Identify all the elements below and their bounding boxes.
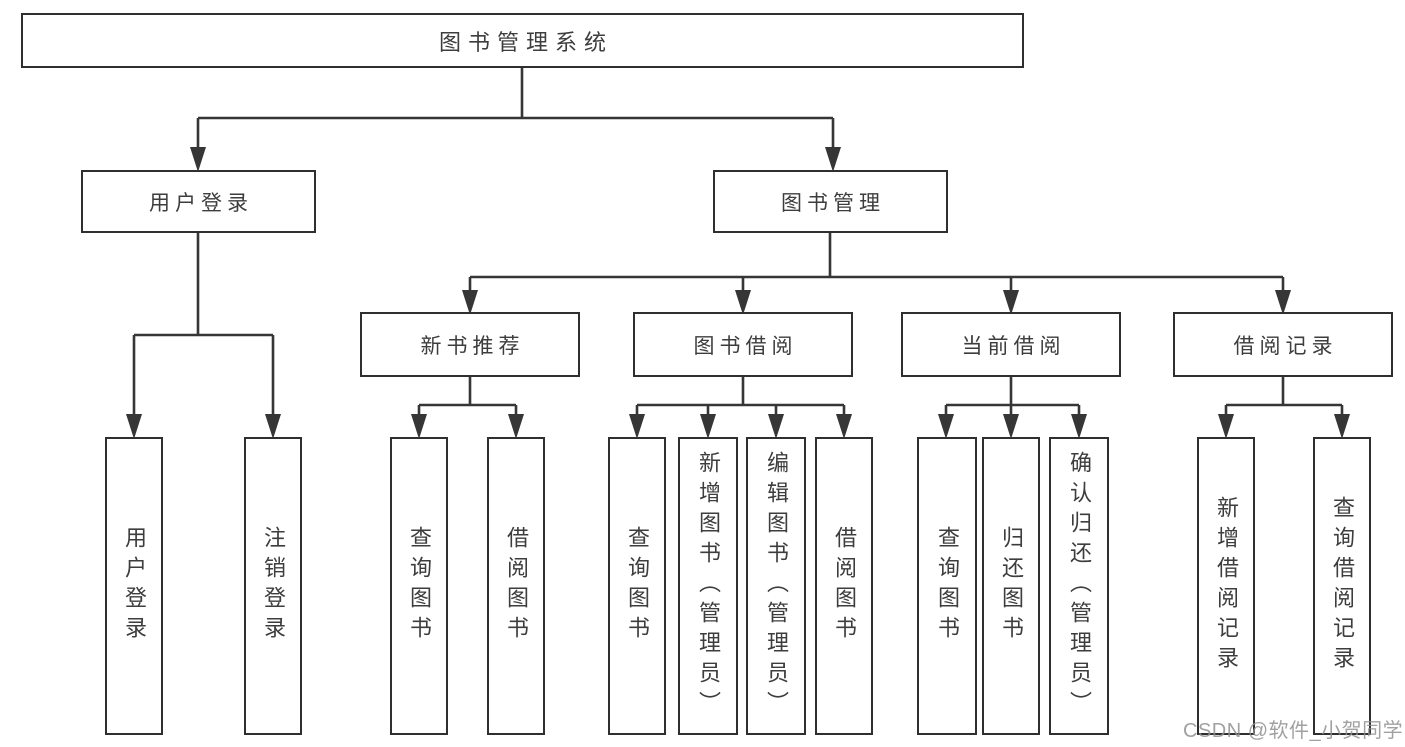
arrowhead xyxy=(411,414,427,439)
arrowheads xyxy=(126,147,1350,439)
arrowhead xyxy=(1218,414,1234,439)
arrowhead xyxy=(190,147,206,172)
connector-root-to-level2 xyxy=(196,68,835,150)
leaf-borrow-books-borrowing: 借阅图书 xyxy=(815,437,873,735)
connector-borrowing-to-leaves xyxy=(635,377,846,416)
arrowhead xyxy=(629,414,645,439)
leaf-label: 查询图书 xyxy=(625,526,650,646)
arrowhead xyxy=(1003,290,1019,315)
node-book-management: 图书管理 xyxy=(713,170,948,233)
leaf-borrow-books-recommend: 借阅图书 xyxy=(487,437,545,735)
connector-current-to-leaves xyxy=(944,377,1081,416)
arrowhead xyxy=(462,290,478,315)
node-library-management-system: 图书管理系统 xyxy=(21,13,1024,68)
arrowhead xyxy=(1334,414,1350,439)
arrowhead xyxy=(836,414,852,439)
leaf-user-login: 用户登录 xyxy=(105,437,163,735)
arrowhead xyxy=(265,414,281,439)
connector-records-to-leaves xyxy=(1224,377,1344,416)
leaf-edit-book-admin: 编辑图书（管理员） xyxy=(746,437,806,735)
leaf-query-books-current: 查询图书 xyxy=(917,437,977,735)
arrowhead xyxy=(1071,414,1087,439)
arrowhead xyxy=(700,414,716,439)
leaf-label: 新增借阅记录 xyxy=(1214,496,1239,676)
leaf-label: 借阅图书 xyxy=(504,526,529,646)
leaf-label: 归还图书 xyxy=(999,526,1024,646)
arrowhead xyxy=(1275,290,1291,315)
leaf-add-book-admin: 新增图书（管理员） xyxy=(678,437,738,735)
leaf-logout: 注销登录 xyxy=(244,437,302,735)
arrowhead xyxy=(508,414,524,439)
arrowhead xyxy=(938,414,954,439)
leaf-query-books-recommend: 查询图书 xyxy=(390,437,448,735)
arrowhead xyxy=(126,414,142,439)
leaf-label: 确认归还（管理员） xyxy=(1067,451,1092,721)
connector-user-login-to-leaves xyxy=(132,233,275,416)
leaf-label: 查询图书 xyxy=(935,526,960,646)
leaf-label: 编辑图书（管理员） xyxy=(764,451,789,721)
leaf-return-book: 归还图书 xyxy=(982,437,1040,735)
node-current-borrowing: 当前借阅 xyxy=(901,312,1121,377)
csdn-watermark: CSDN @软件_小贺同学 xyxy=(1183,720,1404,742)
node-new-book-recommendation: 新书推荐 xyxy=(360,312,580,377)
arrowhead xyxy=(768,414,784,439)
arrowhead xyxy=(735,290,751,315)
leaf-label: 新增图书（管理员） xyxy=(696,451,721,721)
arrowhead xyxy=(1003,414,1019,439)
node-borrowing-records: 借阅记录 xyxy=(1173,312,1393,377)
leaf-label: 借阅图书 xyxy=(832,526,857,646)
connector-book-management-to-level3 xyxy=(468,233,1285,293)
leaf-label: 注销登录 xyxy=(261,526,286,646)
leaf-query-books-borrowing: 查询图书 xyxy=(608,437,666,735)
leaf-label: 查询图书 xyxy=(407,526,432,646)
arrowhead xyxy=(825,147,841,172)
leaf-confirm-return-admin: 确认归还（管理员） xyxy=(1049,437,1109,735)
leaf-add-borrowing-record: 新增借阅记录 xyxy=(1197,437,1255,735)
leaf-query-borrowing-record: 查询借阅记录 xyxy=(1313,437,1371,735)
node-book-borrowing: 图书借阅 xyxy=(633,312,853,377)
connector-recommend-to-leaves xyxy=(417,377,518,416)
leaf-label: 查询借阅记录 xyxy=(1330,496,1355,676)
node-user-login: 用户登录 xyxy=(81,170,316,233)
leaf-label: 用户登录 xyxy=(122,526,147,646)
